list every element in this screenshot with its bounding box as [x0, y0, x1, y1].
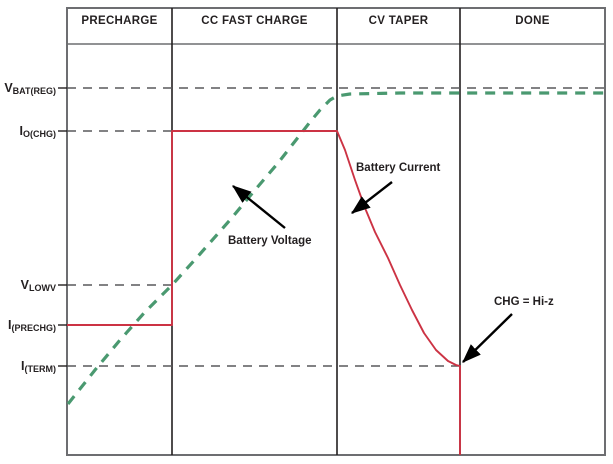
plot-border — [66, 7, 606, 456]
arrow-battery-current — [351, 181, 393, 214]
arrow-battery-voltage — [232, 185, 286, 229]
y-label-iprechg: I(PRECHG) — [8, 318, 56, 333]
series-battery-voltage — [66, 91, 605, 405]
y-label-vbatreg: VBAT(REG) — [4, 81, 56, 96]
y-label-iterm: I(TERM) — [21, 359, 56, 374]
arrow-chg-hi-z — [462, 313, 513, 363]
annotation-battery-current: Battery Current — [356, 162, 441, 174]
phase-label-precharge: PRECHARGE — [81, 15, 158, 27]
series-battery-current — [67, 130, 461, 455]
phase-label-done: DONE — [515, 15, 550, 27]
data-series — [66, 91, 605, 455]
y-label-vlowv: VLOWV — [20, 278, 56, 293]
annotation-arrows — [232, 181, 513, 363]
phase-dividers — [171, 8, 461, 455]
annotation-chg-hi-z: CHG = Hi-z — [494, 296, 554, 308]
phase-label-cv-taper: CV TAPER — [368, 15, 429, 27]
annotation-battery-voltage: Battery Voltage — [228, 235, 312, 247]
phase-label-cc-fast-charge: CC FAST CHARGE — [201, 15, 308, 27]
chart-frame — [66, 7, 606, 456]
y-label-iochg: IO(CHG) — [19, 124, 56, 139]
